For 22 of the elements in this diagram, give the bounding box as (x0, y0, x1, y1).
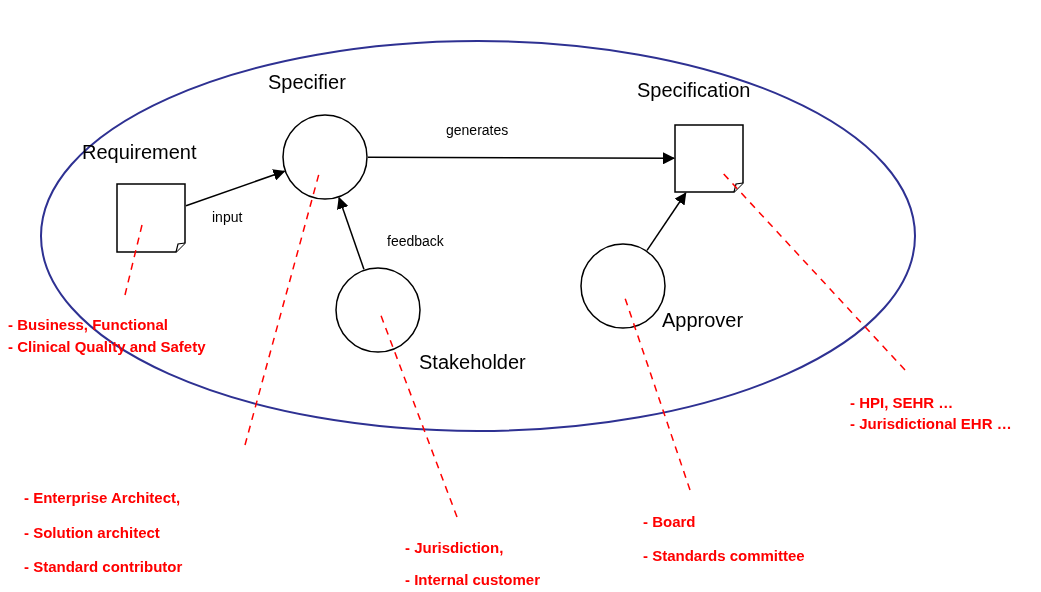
node-title: Specification (637, 78, 751, 102)
arrow (185, 169, 286, 207)
edge-label: input (212, 208, 243, 226)
node-title: Specifier (268, 70, 346, 94)
role-note: - Solution architect (24, 523, 160, 543)
role-note: - Business, Functional (8, 315, 169, 335)
role-note: - Standard contributor (24, 557, 183, 577)
node-title: Stakeholder (419, 350, 526, 374)
role-note: - Internal customer (405, 570, 541, 590)
node-title: Requirement (82, 140, 197, 164)
arrow (646, 192, 687, 252)
node-title: Approver (662, 308, 744, 332)
role-note: - Enterprise Architect, (24, 488, 181, 508)
role-note: - Jurisdiction, (405, 538, 504, 558)
role-note: - Standards committee (643, 546, 805, 566)
arrow (337, 196, 365, 271)
role-note: - Jurisdictional EHR … (850, 414, 1012, 434)
role-note: - Board (643, 512, 696, 532)
leader-line (624, 297, 691, 491)
arrow (367, 152, 675, 165)
role-note: - HPI, SEHR … (850, 393, 954, 413)
leader-line (124, 224, 143, 296)
